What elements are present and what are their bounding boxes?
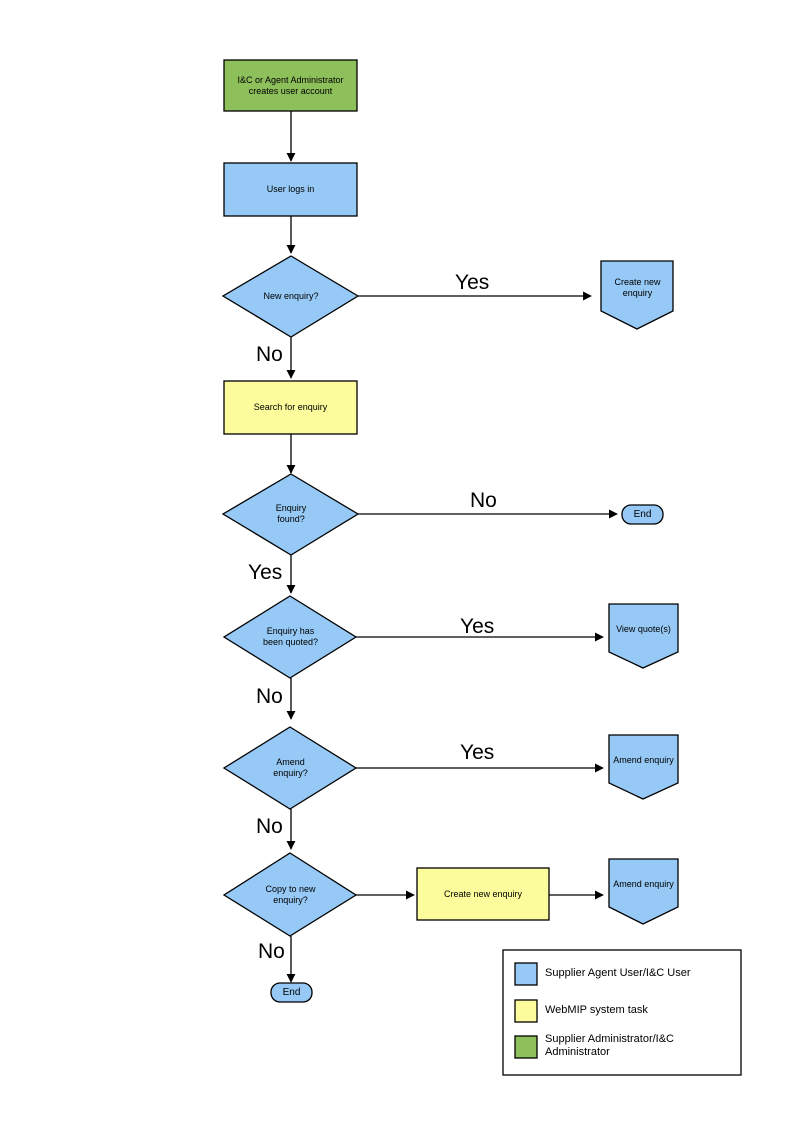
node-label-end-bottom: End <box>282 986 301 998</box>
node-create-new-enquiry-top[interactable] <box>600 260 674 330</box>
node-user-logs-in[interactable] <box>223 162 358 217</box>
legend-box <box>502 949 742 1076</box>
node-enquiry-found-decision[interactable] <box>221 473 360 556</box>
legend-swatch-user <box>514 962 538 986</box>
edge-layer <box>286 111 618 983</box>
node-label-end-top: End <box>633 508 652 520</box>
node-new-enquiry-decision[interactable] <box>221 255 360 338</box>
edge-label-found-yes: Yes <box>248 561 283 584</box>
node-amend-enquiry-right[interactable] <box>608 734 679 800</box>
node-create-user-account[interactable] <box>223 59 358 112</box>
edge-label-found-no: No <box>470 489 497 512</box>
edge-label-new-enquiry-yes: Yes <box>455 271 490 294</box>
node-enquiry-quoted-decision[interactable] <box>222 595 358 679</box>
edge-label-amend-yes: Yes <box>460 741 495 764</box>
legend-label-system: WebMIP system task <box>545 1004 648 1016</box>
legend-swatch-admin <box>514 1035 538 1059</box>
legend-swatch-system <box>514 999 538 1023</box>
edge-label-quoted-no: No <box>256 685 283 708</box>
node-amend-enquiry-decision[interactable] <box>222 726 358 810</box>
edge-label-quoted-yes: Yes <box>460 615 495 638</box>
edge-label-amend-no: No <box>256 815 283 838</box>
node-end-bottom[interactable] <box>270 982 313 1003</box>
edge-label-new-enquiry-no: No <box>256 343 283 366</box>
node-create-new-enquiry-bottom[interactable] <box>416 867 550 921</box>
edge-label-copy-no: No <box>258 940 285 963</box>
legend-label-admin: Supplier Administrator/I&C Administrator <box>545 1033 674 1058</box>
node-copy-to-new-enquiry-decision[interactable] <box>222 852 358 937</box>
node-view-quotes[interactable] <box>608 603 679 669</box>
node-amend-enquiry-bottom[interactable] <box>608 858 679 925</box>
node-search-for-enquiry[interactable] <box>223 380 358 435</box>
node-end-top[interactable] <box>621 504 664 525</box>
legend-label-user: Supplier Agent User/I&C User <box>545 967 691 979</box>
